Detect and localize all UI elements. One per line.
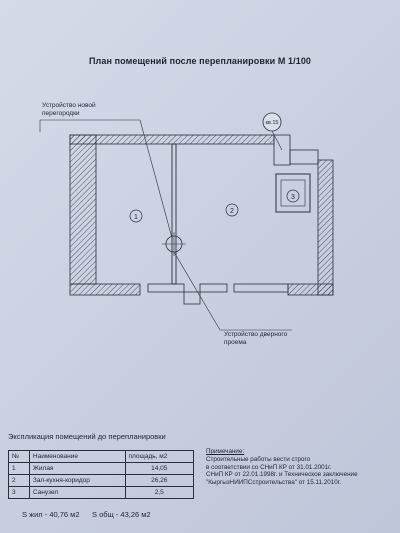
wall-top	[69, 134, 275, 145]
plan-title: План помещений после перепланировки М 1/…	[88, 56, 312, 66]
table-row: 3 Санузел 2,5	[8, 486, 194, 499]
partition-callout-line-1: Устройство новой	[42, 102, 96, 109]
header-area: площадь, м2	[124, 450, 194, 463]
door-callout: Устройство дверного проема	[224, 331, 287, 347]
row-name: Жилая	[28, 462, 126, 475]
new-partition	[171, 143, 177, 285]
explication-title: Экспликация помещений до перепланировки	[8, 432, 166, 441]
door-leader	[173, 251, 221, 331]
living-area-total: S жил - 40,76 м2	[22, 510, 80, 519]
table-header-row: № Наименование площадь, м2	[8, 450, 194, 463]
partition-callout: Устройство новой перегородки	[42, 102, 96, 118]
wall-bottom-mid2	[199, 283, 228, 293]
note-heading: Примечание:	[206, 448, 245, 455]
row-name: Санузел	[28, 486, 126, 499]
room-1-number: 1	[134, 214, 138, 221]
note-line: в соответствии со СНиП КР от 31.01.2001г…	[206, 463, 332, 471]
wall-left	[69, 134, 97, 285]
door-callout-line-1: Устройство дверного	[224, 331, 288, 338]
entry-stub	[183, 291, 201, 305]
total-area: S общ - 43,26 м2	[92, 510, 151, 519]
note-line: Строительные работы вести строго	[206, 455, 311, 463]
row-area: 2,5	[124, 486, 194, 499]
bathroom-inner	[280, 179, 306, 207]
row-area: 26,26	[124, 474, 194, 487]
row-name: Зал-кухня-коридор	[28, 474, 126, 487]
partition-callout-line-2: перегородки	[42, 110, 80, 117]
note-line: СНиП КР от 22.01.1998г. и Техническое за…	[206, 471, 358, 479]
note-line: "КыргызНИИПСстроительства" от 15.11.2010…	[206, 479, 342, 487]
bathroom-walls	[275, 173, 311, 213]
room-3-marker	[286, 189, 300, 203]
wall-bottom-left	[69, 283, 141, 296]
header-name: Наименование	[28, 450, 126, 463]
door-callout-line-2: проема	[224, 339, 247, 346]
room-1-marker	[129, 209, 143, 223]
room-2-number: 2	[230, 208, 234, 215]
row-number: 1	[8, 462, 30, 475]
row-number: 2	[8, 474, 30, 487]
table-row: 1 Жилая 14,05	[8, 462, 194, 475]
explication-table: № Наименование площадь, м2 1 Жилая 14,05…	[8, 450, 194, 499]
wall-bottom-mid	[147, 283, 185, 293]
wall-right	[317, 159, 334, 296]
row-number: 3	[8, 486, 30, 499]
room-3-number: 3	[291, 194, 295, 201]
wall-right-notch	[289, 149, 319, 165]
table-row: 2 Зал-кухня-коридор 26,26	[8, 474, 194, 487]
header-number: №	[8, 450, 30, 463]
row-area: 14,05	[124, 462, 194, 475]
wall-bottom-right	[233, 283, 289, 293]
note-block: Примечание: Строительные работы вести ст…	[206, 448, 394, 487]
area-totals: S жил - 40,76 м2 S общ - 43,26 м2	[22, 510, 151, 519]
riser-label: кв.15	[266, 120, 279, 126]
room-2-marker	[225, 203, 239, 217]
